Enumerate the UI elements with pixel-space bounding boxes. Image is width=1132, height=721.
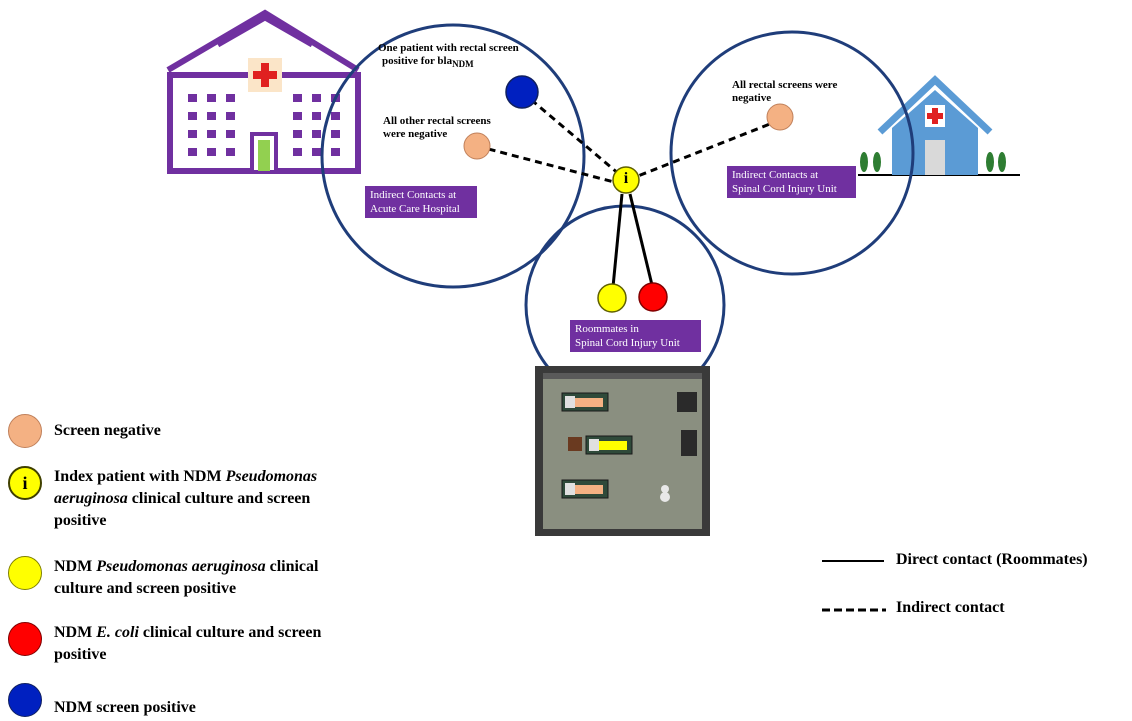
pseudomonas-positive-node: [597, 283, 627, 313]
legend-indirect-contact-label: Indirect contact: [896, 599, 1005, 616]
legend-index-text-d: clinical culture and screen: [127, 490, 311, 507]
legend-screen-negative-swatch: [8, 414, 42, 448]
legend-ecoli-text-c: clinical culture and screen: [138, 624, 322, 641]
acute-care-contacts-circle: [320, 23, 586, 289]
blaNDM-subscript: NDM: [452, 59, 474, 70]
legend-index-label: Index patient with NDM Pseudomonas aerug…: [54, 466, 317, 532]
blaNDM-positive-note: One patient with rectal screen positive …: [378, 42, 519, 71]
roommates-label-line2: Spinal Cord Injury Unit: [575, 337, 680, 349]
indirect-edge-acute-negative: [476, 144, 615, 184]
legend-pseudo-text-c: clinical: [265, 558, 319, 575]
legend-screen-positive-swatch: [8, 683, 42, 717]
legend-index-line1: Index patient with NDM Pseudomonas: [54, 466, 317, 488]
spinal-label-line1: Indirect Contacts at: [732, 169, 819, 181]
indirect-edge-spinal-negative: [637, 118, 781, 178]
legend-pseudo-line1: NDM Pseudomonas aeruginosa clinical: [54, 556, 318, 578]
legend-screen-negative-label: Screen negative: [54, 422, 161, 439]
roommates-label-box: Roommates in Spinal Cord Injury Unit: [570, 320, 701, 352]
legend-index-patient: i Index patient with NDM Pseudomonas aer…: [8, 466, 317, 532]
legend-index-text-a: Index patient with NDM: [54, 468, 226, 485]
room-floorplan-image: [535, 366, 710, 536]
legend-pseudo-text-b: Pseudomonas aeruginosa: [96, 558, 266, 575]
screen-negative-node-spinal: [766, 103, 794, 131]
other-negative-line2: were negative: [383, 128, 448, 140]
legend-index-swatch: i: [8, 466, 42, 500]
legend-pseudo-text-a: NDM: [54, 558, 97, 575]
house-clinic-icon: [858, 75, 1020, 176]
spinal-label-line2: Spinal Cord Injury Unit: [732, 183, 837, 195]
legend-pseudomonas: NDM Pseudomonas aeruginosa clinical cult…: [8, 556, 318, 600]
legend-index-line2: aeruginosa clinical culture and screen: [54, 488, 317, 510]
legend-index-text-b: Pseudomonas: [225, 468, 318, 485]
legend-ecoli-text-b: E. coli: [96, 624, 139, 641]
legend-pseudo-text-d: culture and screen positive: [54, 580, 237, 597]
hospital-building-icon: [166, 9, 361, 174]
blaNDM-note-text: positive for bla: [382, 55, 453, 67]
spinal-unit-label-box: Indirect Contacts at Spinal Cord Injury …: [727, 166, 856, 198]
all-negative-line2: negative: [732, 92, 772, 104]
legend-index-marker: i: [22, 473, 28, 493]
ecoli-positive-node: [638, 282, 668, 312]
acute-label-line2: Acute Care Hospital: [370, 203, 460, 215]
direct-edge-red: [628, 193, 654, 286]
acute-label-line1: Indirect Contacts at: [370, 189, 457, 201]
legend-screen-negative: Screen negative: [8, 414, 161, 448]
all-negative-line1: All rectal screens were: [732, 79, 838, 91]
acute-care-label-box: Indirect Contacts at Acute Care Hospital: [365, 186, 477, 218]
blaNDM-note-line1: One patient with rectal screen: [378, 42, 519, 54]
other-negative-line1: All other rectal screens: [383, 115, 491, 127]
indirect-edge-blue: [521, 90, 620, 176]
legend-screen-positive: NDM screen positive: [8, 683, 196, 719]
legend-direct-contact-label: Direct contact (Roommates): [896, 551, 1088, 568]
legend-pseudomonas-swatch: [8, 556, 42, 590]
index-patient-node: [612, 166, 640, 194]
other-negative-note: All other rectal screens were negative: [383, 115, 491, 141]
roommates-label-line1: Roommates in: [575, 323, 639, 335]
legend-index-text-c: aeruginosa: [54, 490, 128, 507]
legend-pseudomonas-label: NDM Pseudomonas aeruginosa clinical cult…: [54, 556, 318, 600]
legend-ecoli-text-a: NDM: [54, 624, 97, 641]
direct-edge-yellow: [611, 193, 624, 288]
legend-screen-positive-label: NDM screen positive: [54, 699, 196, 716]
all-negative-note: All rectal screens were negative: [732, 79, 837, 105]
ndm-screen-positive-node: [505, 75, 539, 109]
legend-index-text-e: positive: [54, 512, 107, 529]
legend-ecoli-swatch: [8, 622, 42, 656]
legend-ecoli: NDM E. coli clinical culture and screen …: [8, 622, 321, 666]
blaNDM-note-line2: positive for blaNDM: [378, 55, 519, 71]
legend-ecoli-line1: NDM E. coli clinical culture and screen: [54, 622, 321, 644]
screen-negative-node-acute: [463, 132, 491, 160]
spinal-unit-contacts-circle: [669, 30, 915, 276]
index-node-label: i: [623, 170, 629, 187]
legend-ecoli-text-d: positive: [54, 646, 107, 663]
legend-ecoli-label: NDM E. coli clinical culture and screen …: [54, 622, 321, 666]
